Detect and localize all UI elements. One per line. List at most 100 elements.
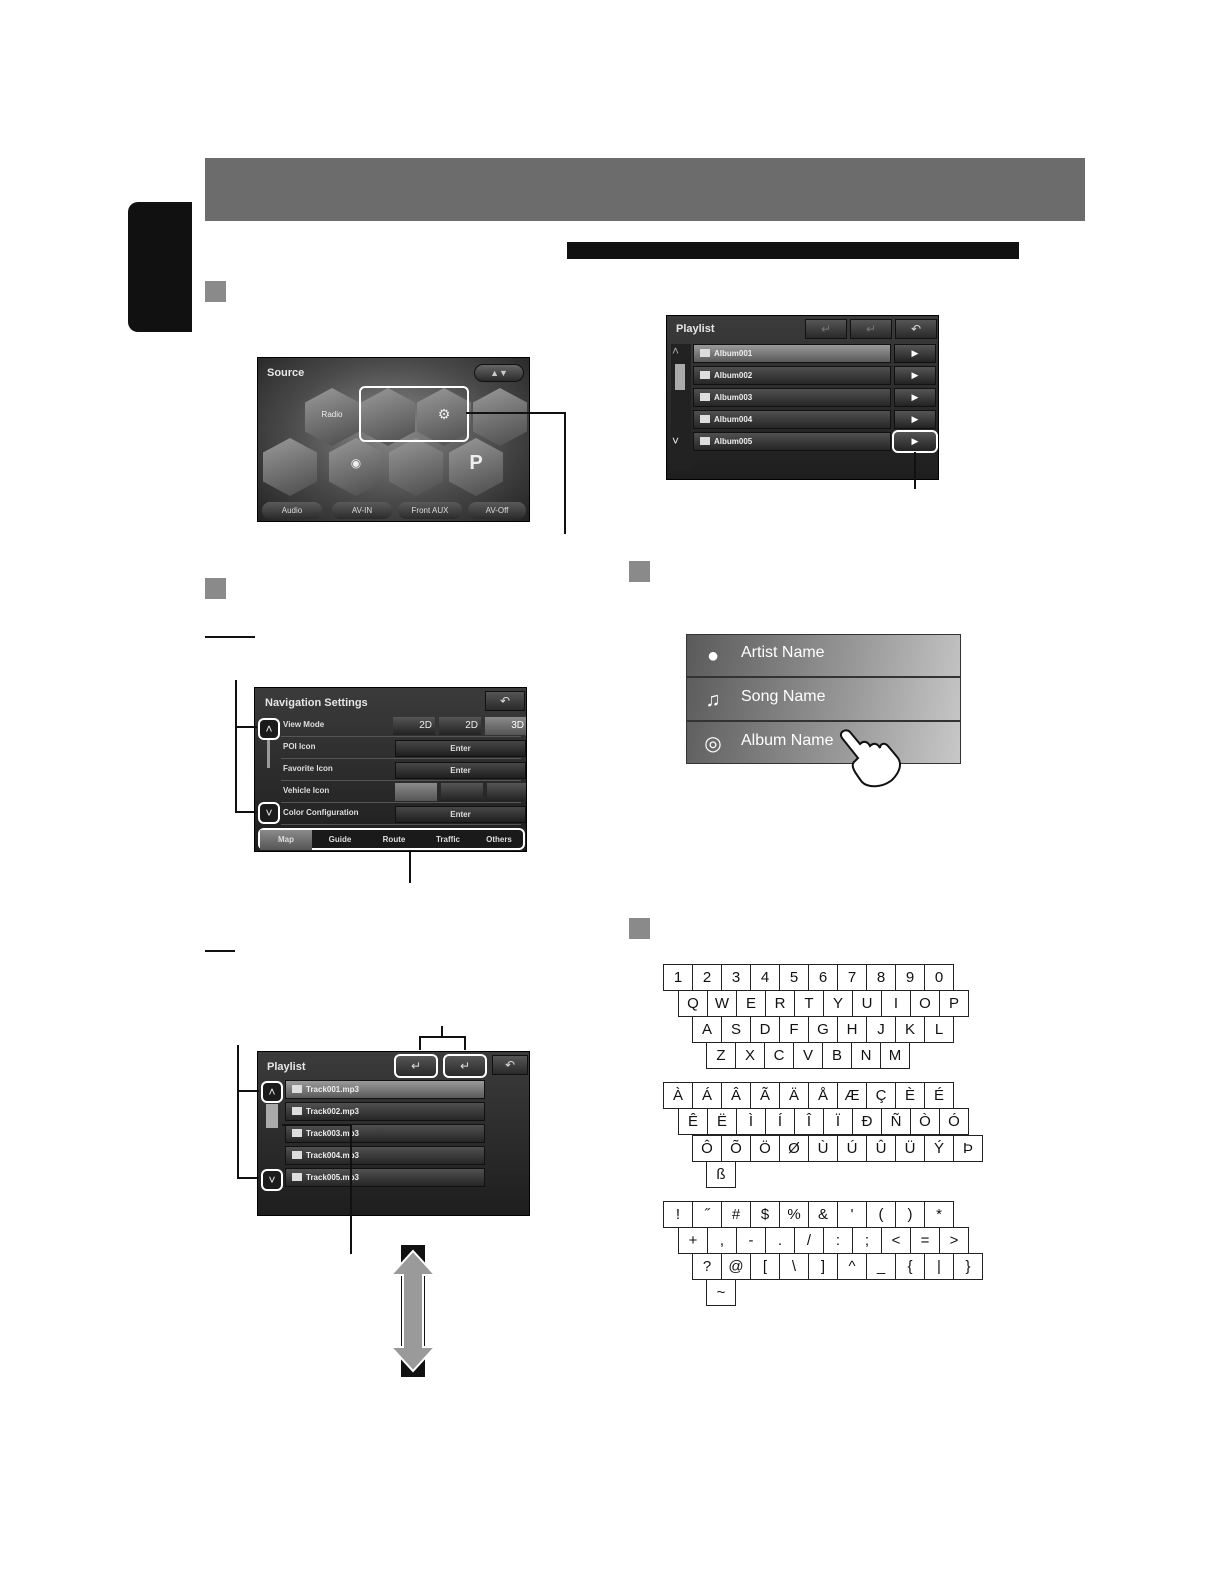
view-3d-button[interactable]: 3D (485, 717, 526, 735)
color-enter-button[interactable]: Enter (395, 806, 526, 823)
keyboard-key[interactable]: M (880, 1042, 910, 1069)
keyboard-key[interactable]: 0 (924, 964, 954, 991)
usb-icon[interactable] (263, 438, 317, 496)
keyboard-key[interactable]: < (881, 1227, 911, 1254)
scrollbar[interactable] (267, 732, 270, 768)
keyboard-key[interactable]: & (808, 1201, 838, 1228)
list-item[interactable]: Track005.mp3 (285, 1168, 485, 1187)
keyboard-key[interactable]: X (735, 1042, 765, 1069)
keyboard-key[interactable]: J (866, 1016, 896, 1043)
front-aux-button[interactable]: Front AUX (398, 502, 462, 519)
keyboard-key[interactable]: Î (794, 1108, 824, 1135)
vehicle-car-icon[interactable] (441, 783, 483, 801)
keyboard-key[interactable]: Ë (707, 1108, 737, 1135)
keyboard-key[interactable]: 7 (837, 964, 867, 991)
list-item[interactable]: Track002.mp3 (285, 1102, 485, 1121)
scrollbar-thumb[interactable] (266, 1104, 278, 1128)
keyboard-key[interactable]: _ (866, 1253, 896, 1280)
keyboard-key[interactable]: + (678, 1227, 708, 1254)
keyboard-key[interactable]: 9 (895, 964, 925, 991)
view-2d-button[interactable]: 2D (393, 717, 435, 735)
keyboard-key[interactable]: @ (721, 1253, 751, 1280)
keyboard-key[interactable]: Y (823, 990, 853, 1017)
keyboard-key[interactable]: N (851, 1042, 881, 1069)
list-item[interactable]: Album004 (693, 410, 891, 429)
keyboard-key[interactable]: ß (706, 1161, 736, 1188)
list-item[interactable]: Track003.mp3 (285, 1124, 485, 1143)
keyboard-key[interactable]: Á (692, 1082, 722, 1109)
keyboard-key[interactable]: Ö (750, 1135, 780, 1162)
keyboard-key[interactable]: V (793, 1042, 823, 1069)
keyboard-key[interactable]: 3 (721, 964, 751, 991)
keyboard-key[interactable]: ^ (837, 1253, 867, 1280)
play-icon[interactable]: ▶ (894, 388, 936, 407)
keyboard-key[interactable]: Å (808, 1082, 838, 1109)
keyboard-key[interactable]: É (924, 1082, 954, 1109)
keyboard-key[interactable]: C (764, 1042, 794, 1069)
keyboard-key[interactable]: L (924, 1016, 954, 1043)
pandora-icon[interactable]: P (449, 438, 503, 496)
keyboard-key[interactable]: | (924, 1253, 954, 1280)
back-button[interactable]: ↶ (485, 691, 525, 711)
keyboard-key[interactable]: { (895, 1253, 925, 1280)
keyboard-key[interactable]: # (721, 1201, 751, 1228)
scroll-up-icon[interactable]: ˄ (261, 1081, 283, 1103)
av-off-button[interactable]: AV-Off (468, 502, 526, 519)
list-item[interactable]: ● Artist Name (687, 635, 960, 678)
keyboard-key[interactable]: [ (750, 1253, 780, 1280)
keyboard-key[interactable]: U (852, 990, 882, 1017)
keyboard-key[interactable]: ; (852, 1227, 882, 1254)
play-icon[interactable]: ▶ (892, 430, 938, 453)
radio-icon[interactable]: Radio (305, 388, 359, 446)
keyboard-key[interactable]: ) (895, 1201, 925, 1228)
keyboard-key[interactable]: D (750, 1016, 780, 1043)
car-icon[interactable]: ▲▼ (474, 364, 524, 382)
keyboard-key[interactable]: K (895, 1016, 925, 1043)
list-item[interactable]: Album003 (693, 388, 891, 407)
play-icon[interactable]: ▶ (894, 344, 936, 363)
keyboard-key[interactable]: % (779, 1201, 809, 1228)
keyboard-key[interactable]: 4 (750, 964, 780, 991)
keyboard-key[interactable]: G (808, 1016, 838, 1043)
streaming-icon[interactable] (389, 438, 443, 496)
keyboard-key[interactable]: Ì (736, 1108, 766, 1135)
keyboard-key[interactable]: A (692, 1016, 722, 1043)
keyboard-key[interactable]: } (953, 1253, 983, 1280)
audio-button[interactable]: Audio (262, 502, 322, 519)
play-icon[interactable]: ▶ (894, 366, 936, 385)
keyboard-key[interactable]: Ä (779, 1082, 809, 1109)
keyboard-key[interactable]: Í (765, 1108, 795, 1135)
keyboard-key[interactable]: 5 (779, 964, 809, 991)
keyboard-key[interactable]: : (823, 1227, 853, 1254)
keyboard-key[interactable]: B (822, 1042, 852, 1069)
ipod-icon[interactable]: ◉ (329, 438, 383, 496)
keyboard-key[interactable]: Q (678, 990, 708, 1017)
keyboard-key[interactable]: 6 (808, 964, 838, 991)
favorite-enter-button[interactable]: Enter (395, 762, 526, 779)
root-folder-icon[interactable]: ↵ (443, 1054, 487, 1078)
keyboard-key[interactable]: = (910, 1227, 940, 1254)
keyboard-key[interactable]: ( (866, 1201, 896, 1228)
keyboard-key[interactable]: > (939, 1227, 969, 1254)
scroll-up-icon[interactable]: ˄ (672, 344, 680, 358)
keyboard-key[interactable]: Ø (779, 1135, 809, 1162)
av-in-button[interactable]: AV-IN (332, 502, 392, 519)
keyboard-key[interactable]: , (707, 1227, 737, 1254)
keyboard-key[interactable]: Ù (808, 1135, 838, 1162)
keyboard-key[interactable]: È (895, 1082, 925, 1109)
scroll-down-icon[interactable]: ˅ (258, 802, 280, 824)
keyboard-key[interactable]: S (721, 1016, 751, 1043)
vehicle-car2-icon[interactable] (487, 783, 526, 801)
list-item[interactable]: Track004.mp3 (285, 1146, 485, 1165)
tab-guide[interactable]: Guide (328, 835, 352, 844)
keyboard-key[interactable]: H (837, 1016, 867, 1043)
keyboard-key[interactable]: Ú (837, 1135, 867, 1162)
keyboard-key[interactable]: $ (750, 1201, 780, 1228)
keyboard-key[interactable]: À (663, 1082, 693, 1109)
keyboard-key[interactable]: 8 (866, 964, 896, 991)
keyboard-key[interactable]: 1 (663, 964, 693, 991)
back-button[interactable]: ↶ (895, 319, 937, 339)
keyboard-key[interactable]: - (736, 1227, 766, 1254)
play-icon[interactable]: ▶ (894, 410, 936, 429)
keyboard-key[interactable]: ~ (706, 1279, 736, 1306)
